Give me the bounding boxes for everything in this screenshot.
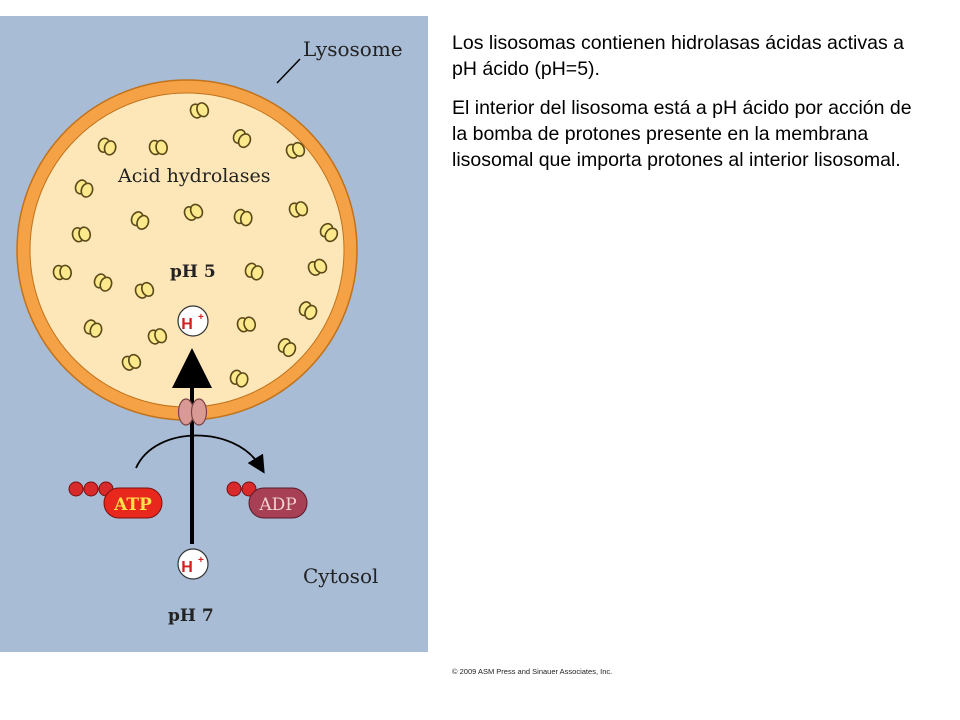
adp-molecule: ADP — [226, 481, 308, 519]
proton-outside-symbol: H — [181, 559, 193, 576]
enzyme — [232, 129, 252, 149]
lysosome-lumen — [29, 92, 345, 408]
adp-pill — [248, 487, 308, 519]
ph-outside-label: pH 7 — [168, 606, 214, 626]
enzyme — [298, 301, 318, 320]
phosphate-group — [68, 481, 84, 497]
enzyme — [74, 179, 94, 198]
enzyme — [277, 338, 297, 358]
enzyme — [130, 211, 150, 230]
proton-outside-charge: + — [198, 555, 204, 566]
proton-inside-charge: + — [198, 312, 204, 323]
ph-inside-label: pH 5 — [170, 262, 216, 282]
enzyme — [147, 328, 168, 345]
atp-label: ATP — [113, 495, 152, 515]
adp-label: ADP — [258, 495, 296, 515]
enzyme — [52, 264, 72, 281]
proton-outside: H + — [177, 548, 209, 580]
enzyme — [307, 258, 328, 276]
enzyme — [285, 141, 306, 159]
paragraph-1: Los lisosomas contienen hidrolasas ácida… — [452, 32, 904, 80]
enzyme — [229, 369, 249, 388]
enzyme — [148, 139, 168, 156]
phosphate-group — [226, 481, 242, 497]
atp-molecule: ATP — [68, 481, 163, 519]
acid-hydrolases-label: Acid hydrolases — [117, 165, 270, 187]
phosphate-group — [83, 481, 99, 497]
enzyme — [183, 203, 204, 221]
copyright-notice: © 2009 ASM Press and Sinauer Associates,… — [452, 667, 613, 676]
enzyme — [236, 316, 257, 333]
enzyme — [83, 319, 103, 338]
cytosol-label: Cytosol — [303, 564, 378, 588]
proton-inside: H + — [177, 305, 209, 337]
enzyme — [288, 201, 309, 218]
enzyme — [97, 137, 117, 156]
enzyme — [134, 281, 155, 299]
paragraph-2: El interior del lisosoma está a pH ácido… — [452, 97, 912, 171]
enzyme — [93, 273, 113, 292]
enzyme — [121, 353, 142, 371]
proton-inside-symbol: H — [181, 316, 193, 333]
enzyme — [233, 208, 253, 227]
enzyme — [189, 102, 210, 119]
explanation-text: Los lisosomas contienen hidrolasas ácida… — [452, 30, 922, 186]
enzyme — [71, 226, 92, 243]
acid-hydrolase-enzymes — [52, 102, 339, 388]
enzyme — [244, 262, 264, 281]
phosphate-group — [241, 481, 257, 497]
proton-pump — [177, 398, 208, 426]
lysosome-leader-line — [276, 58, 301, 84]
atp-pill — [103, 487, 163, 519]
enzyme — [319, 222, 339, 243]
atp-to-adp-arrow — [135, 434, 265, 474]
lysosome-label: Lysosome — [303, 37, 403, 61]
